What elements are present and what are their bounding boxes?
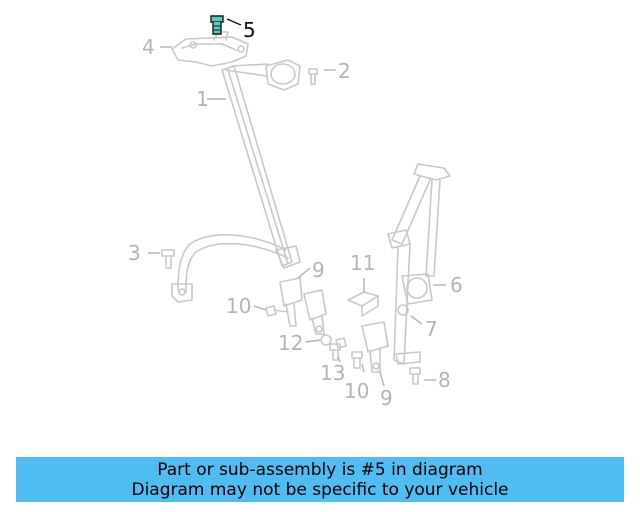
callout-10-right: 10 xyxy=(344,379,369,403)
buckle-part-9-lower xyxy=(361,321,389,373)
rear-belt-assembly xyxy=(387,163,451,365)
retractor-part xyxy=(225,59,301,91)
bolt-part-10-right xyxy=(351,351,363,369)
bolt-part-5-highlighted[interactable] xyxy=(210,15,224,35)
callout-8: 8 xyxy=(438,368,451,392)
callout-13: 13 xyxy=(320,361,345,385)
callout-7: 7 xyxy=(425,317,438,341)
callout-3: 3 xyxy=(128,241,141,265)
callout-9-upper: 9 xyxy=(312,258,325,282)
callout-11: 11 xyxy=(350,251,375,275)
bolt-part-10-left xyxy=(265,305,289,317)
nut-part-7 xyxy=(397,304,409,316)
callout-10-left: 10 xyxy=(226,294,251,318)
callout-5[interactable]: 5 xyxy=(243,18,256,42)
lap-belt-anchor xyxy=(171,234,289,303)
callout-4: 4 xyxy=(142,35,155,59)
diagram-note-banner: Part or sub-assembly is #5 in diagram Di… xyxy=(16,457,624,502)
bracket-part-11 xyxy=(347,291,379,317)
callout-12: 12 xyxy=(278,331,303,355)
callout-9-lower: 9 xyxy=(380,386,393,410)
bolt-part-12 xyxy=(320,334,347,349)
callout-2: 2 xyxy=(338,59,351,83)
buckle-part-9-upper xyxy=(279,277,327,335)
banner-line-2: Diagram may not be specific to your vehi… xyxy=(131,480,509,500)
callout-6: 6 xyxy=(450,273,463,297)
upper-anchor-part-4 xyxy=(171,31,249,67)
leader-lines xyxy=(148,18,446,387)
bolt-part-8 xyxy=(409,367,421,385)
bolt-part-13 xyxy=(329,343,341,361)
seat-belt-parts-diagram: 1 2 3 4 5 6 7 8 9 9 10 10 11 12 13 xyxy=(128,15,463,410)
banner-line-1: Part or sub-assembly is #5 in diagram xyxy=(157,460,483,480)
bolt-part-2 xyxy=(308,68,318,85)
belt-webbing-part-1 xyxy=(221,65,301,269)
callout-1: 1 xyxy=(196,87,209,111)
bolt-part-3 xyxy=(161,249,175,269)
